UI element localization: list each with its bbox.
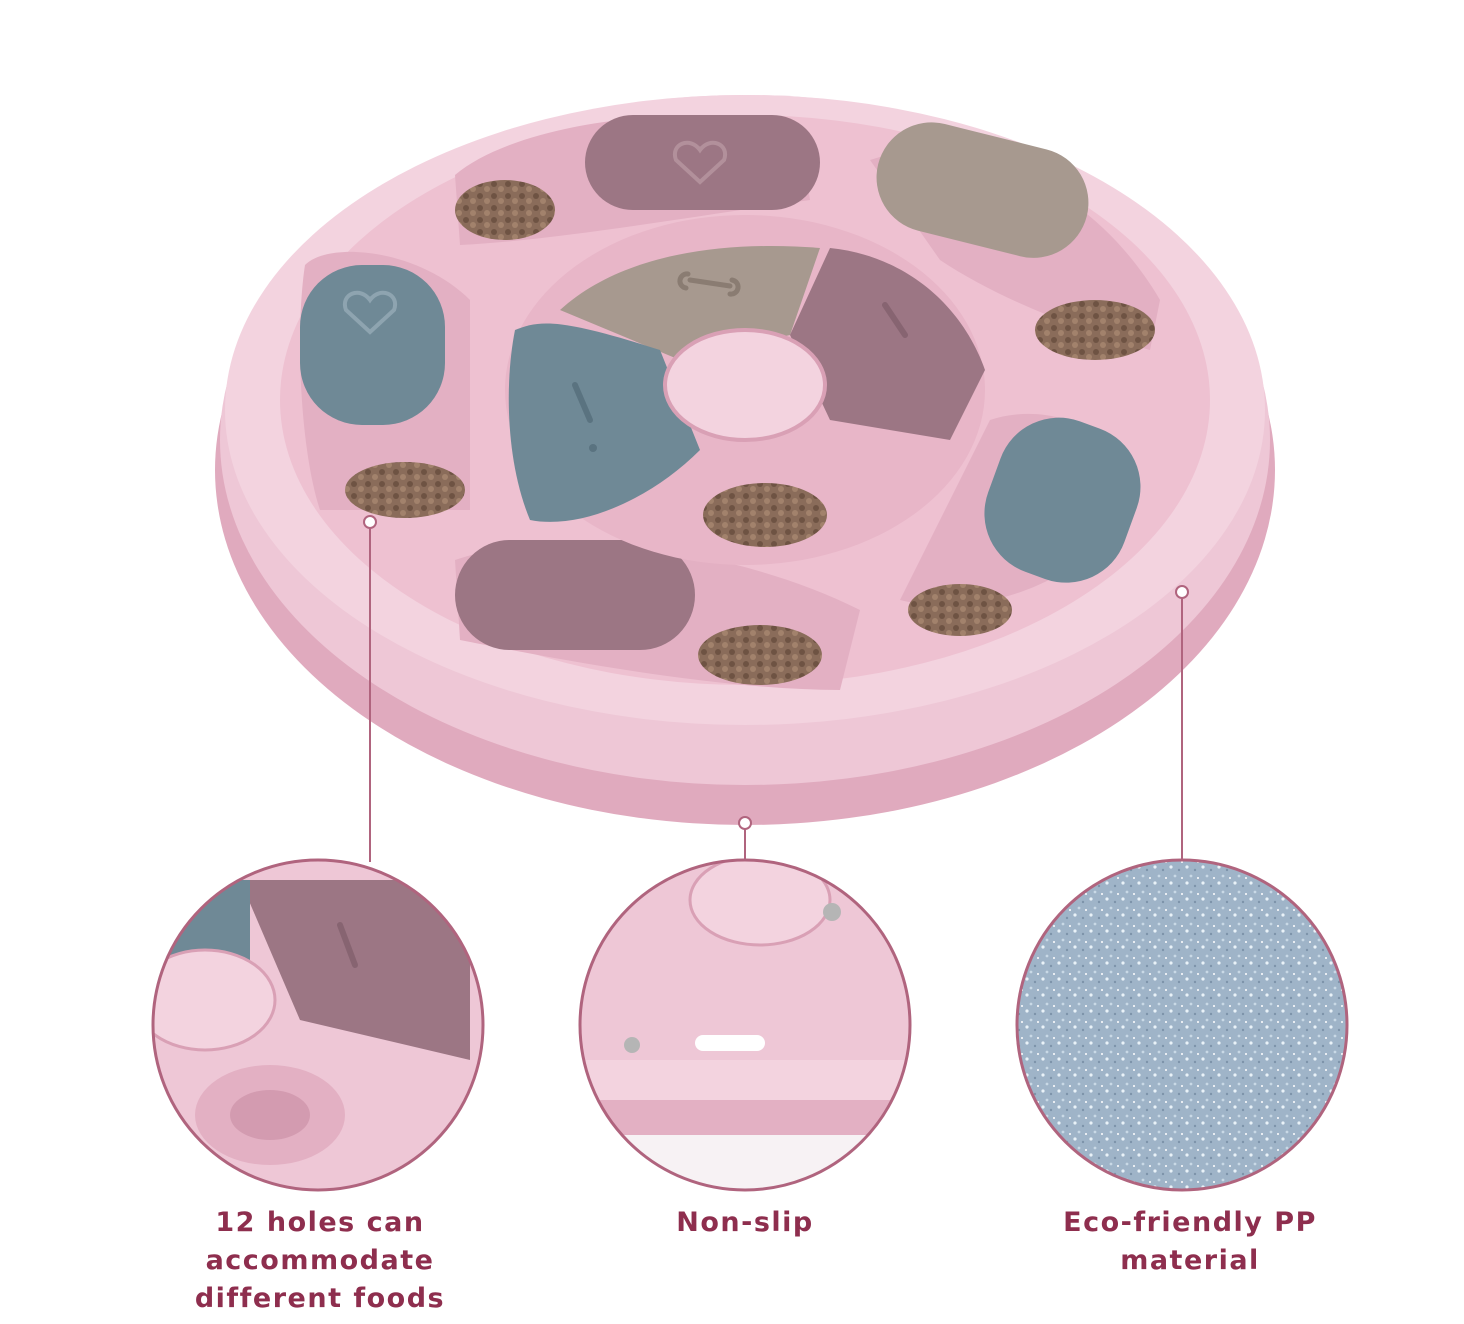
mauve-lid: [455, 540, 695, 650]
detail-circle-material: [1015, 858, 1349, 1192]
top-slot: [455, 115, 820, 245]
detail-circle-non-slip: [578, 858, 912, 1192]
right-slot: [900, 413, 1141, 636]
bottom-slot: [455, 540, 860, 690]
caption-holes: 12 holes can accommodate different foods: [110, 1204, 530, 1318]
top-right-slot: [870, 122, 1160, 360]
blue-lid: [300, 265, 445, 425]
blue-lid: [984, 417, 1141, 583]
bone-icon: [882, 302, 908, 338]
non-slip-pad: [695, 1035, 765, 1051]
heart-icon: [342, 290, 398, 335]
taupe-lid: [876, 122, 1089, 258]
left-slot: [300, 251, 470, 518]
bone-icon: [337, 922, 358, 968]
detail-circle-holes: [151, 858, 485, 1192]
caption-holes-line1: 12 holes can accommodate: [205, 1207, 435, 1276]
caption-material: Eco-friendly PP material: [1063, 1207, 1317, 1276]
caption-non-slip: Non-slip: [676, 1207, 814, 1238]
callout-lines: [363, 515, 1189, 862]
bone-icon: [677, 271, 741, 297]
center-rotating-disc: [505, 215, 985, 565]
paw-icon: [589, 444, 597, 452]
heart-icon: [672, 140, 728, 185]
bone-icon: [572, 382, 593, 423]
caption-holes-line2: different foods: [194, 1283, 446, 1314]
mauve-lid: [585, 115, 820, 210]
puzzle-feeder-tray: [215, 95, 1275, 825]
